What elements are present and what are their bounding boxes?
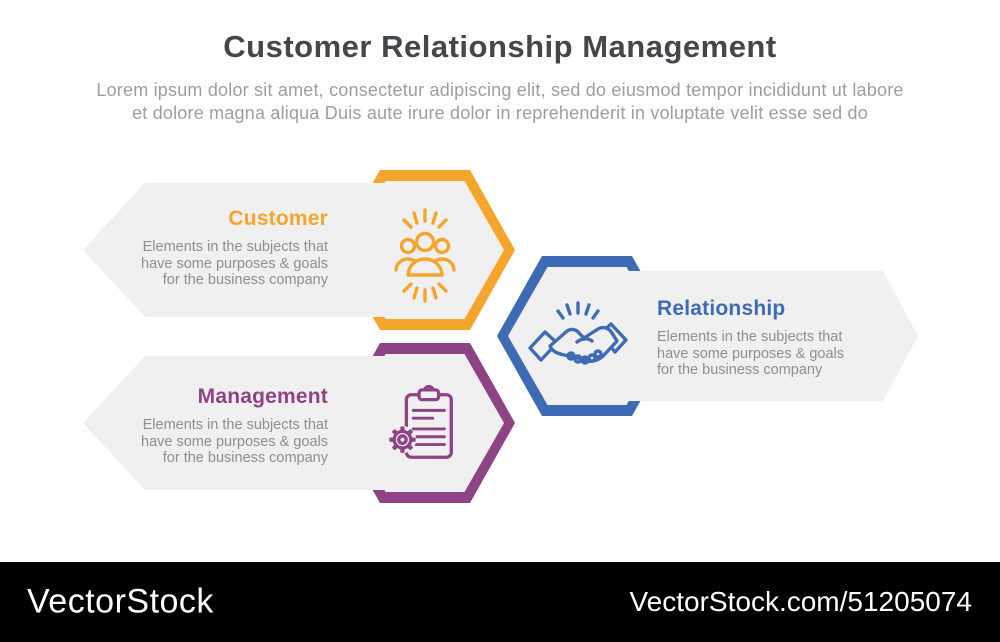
item-customer: Customer Elements in the subjects that h…: [83, 206, 328, 289]
handshake-icon: [528, 295, 628, 373]
item-management: Management Elements in the subjects that…: [83, 384, 328, 467]
item-title-relationship: Relationship: [657, 297, 786, 320]
page-title: Customer Relationship Management: [223, 29, 777, 64]
vectorstock-logo: VectorStock: [27, 582, 214, 621]
page-subtitle: Lorem ipsum dolor sit amet, consectetur …: [96, 80, 904, 123]
watermark-bar: VectorStock VectorStock.com/51205074: [0, 562, 1000, 642]
item-title-customer: Customer: [228, 207, 328, 230]
item-description-customer: Elements in the subjects that have some …: [141, 239, 328, 288]
banner-customer: [83, 183, 460, 317]
item-title-management: Management: [197, 385, 328, 408]
customers-group-icon: [383, 196, 467, 306]
item-description-relationship: Elements in the subjects that have some …: [657, 329, 844, 378]
vectorstock-url: VectorStock.com/51205074: [629, 586, 972, 617]
banner-management: [83, 356, 460, 490]
clipboard-gear-icon: [381, 385, 463, 467]
item-relationship: Relationship Elements in the subjects th…: [657, 296, 907, 379]
item-description-management: Elements in the subjects that have some …: [141, 417, 328, 466]
